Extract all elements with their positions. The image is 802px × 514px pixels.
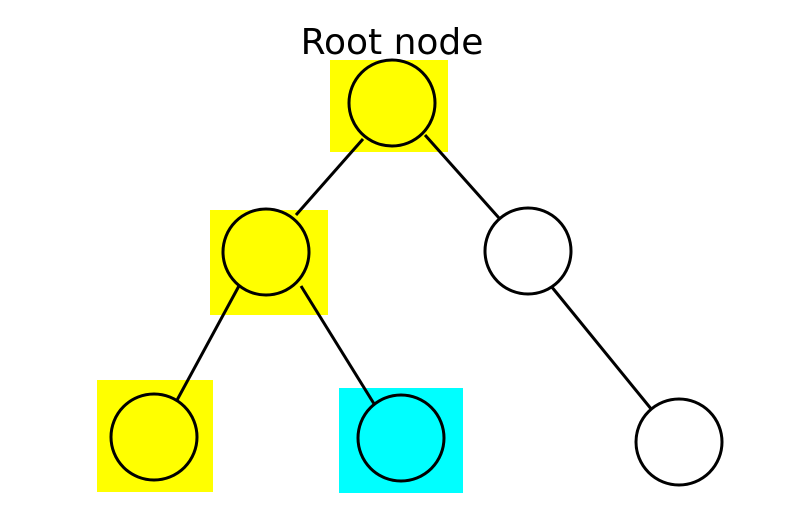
left-child-node bbox=[221, 207, 311, 297]
right-right-grandchild-node bbox=[634, 397, 724, 487]
root-node bbox=[347, 58, 437, 148]
right-child-node bbox=[483, 206, 573, 296]
edge-root-right-child bbox=[423, 134, 501, 219]
edge-root-left-child bbox=[294, 138, 365, 216]
edge-right-child-right-right-grandchild bbox=[549, 285, 654, 411]
left-right-grandchild-node bbox=[356, 393, 446, 483]
edge-left-child-left-right-grandchild bbox=[299, 285, 378, 408]
left-left-grandchild-node bbox=[109, 392, 199, 482]
edge-left-child-left-left-grandchild bbox=[174, 283, 242, 403]
root-node-title: Root node bbox=[301, 22, 484, 63]
